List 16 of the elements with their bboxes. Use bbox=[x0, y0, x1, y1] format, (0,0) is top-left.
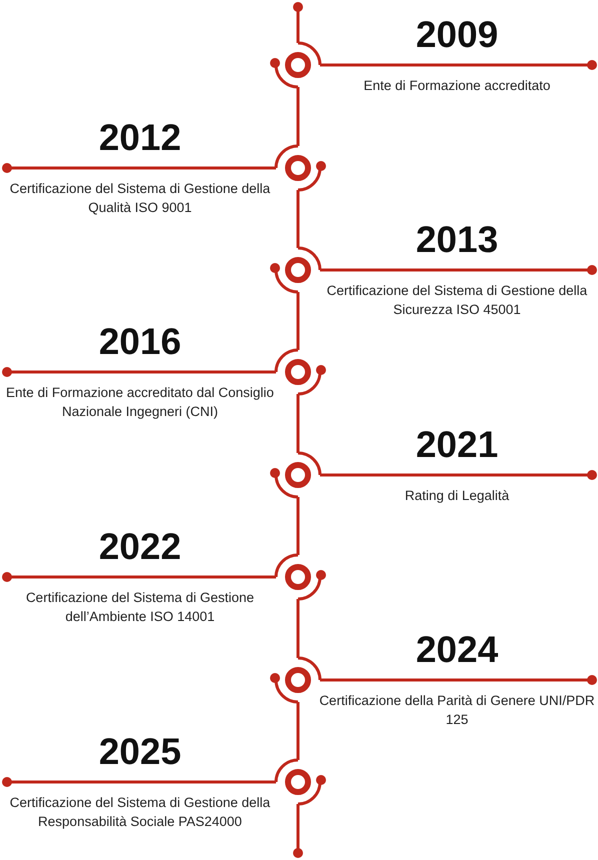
year-label: 2022 bbox=[98, 527, 182, 567]
year-label: 2012 bbox=[98, 118, 182, 158]
year-label: 2016 bbox=[98, 322, 182, 362]
milestone-description: Ente di Formazione accreditato bbox=[362, 77, 552, 95]
year-label: 2013 bbox=[414, 220, 500, 260]
milestone-description: Certificazione del Sistema di Gestione dell’Ambiente ISO 14001 bbox=[24, 589, 256, 626]
milestone-description: Certificazione del Sistema di Gestione della Responsabilità Sociale PAS24000 bbox=[8, 794, 272, 831]
milestone-description: Certificazione della Parità di Genere UNI/PDR 125 bbox=[318, 692, 596, 729]
milestone-description: Rating di Legalità bbox=[404, 487, 510, 505]
year-label: 2024 bbox=[414, 630, 500, 670]
year-label: 2025 bbox=[98, 732, 182, 772]
milestone-description: Certificazione del Sistema di Gestione della Sicurezza ISO 45001 bbox=[326, 282, 588, 319]
year-label: 2021 bbox=[414, 425, 500, 465]
milestone-description: Certificazione del Sistema di Gestione della Qualità ISO 9001 bbox=[8, 180, 272, 217]
year-label: 2009 bbox=[414, 15, 500, 55]
milestone-description: Ente di Formazione accreditato dal Consiglio Nazionale Ingegneri (CNI) bbox=[5, 384, 275, 421]
